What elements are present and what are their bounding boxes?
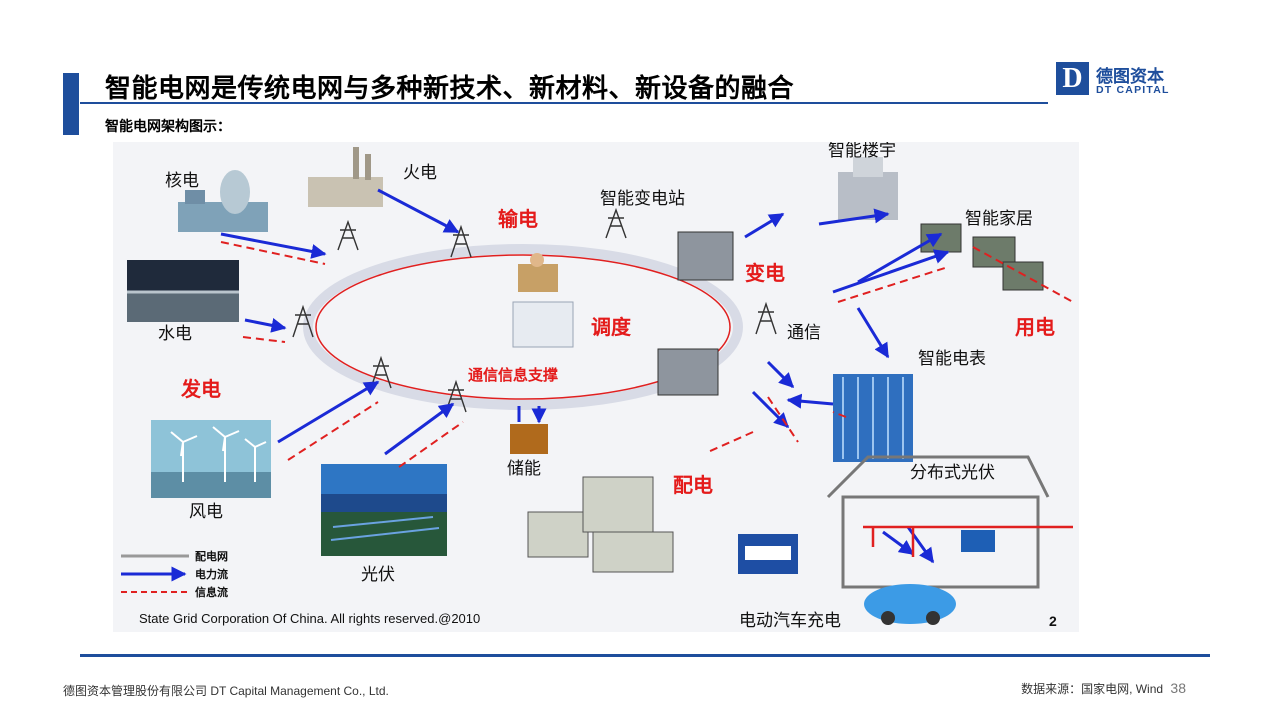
label-consumption: 用电	[1015, 315, 1055, 339]
company-logo: D 德图资本 DT CAPITAL	[1056, 62, 1186, 98]
page-title: 智能电网是传统电网与多种新技术、新材料、新设备的融合	[105, 74, 795, 104]
title-accent-bar	[63, 73, 79, 135]
hydro-photo	[127, 260, 239, 322]
label-smart-substation: 智能变电站	[600, 189, 685, 209]
footer-divider	[80, 654, 1210, 657]
footer-company: 德图资本管理股份有限公司 DT Capital Management Co., …	[63, 684, 389, 698]
label-communication: 通信	[787, 323, 821, 343]
legend-info-flow-label: 信息流	[195, 585, 228, 599]
label-distribution: 配电	[673, 473, 713, 497]
legend-grid-label: 配电网	[195, 549, 228, 563]
label-storage: 储能	[507, 459, 541, 479]
diagram-legend: 配电网 电力流 信息流	[121, 549, 228, 599]
logo-mark: D	[1056, 62, 1089, 95]
label-nuclear: 核电	[165, 171, 199, 191]
grid-ring	[303, 244, 743, 410]
legend-power-flow-label: 电力流	[195, 567, 228, 581]
smart-grid-diagram: 核电 火电 水电 风电 光伏 智能变电站 智能楼宇 智能家居 智能电表 通信 储…	[113, 142, 1079, 632]
dispatch-center-icon	[512, 253, 574, 348]
label-wind: 风电	[189, 502, 223, 522]
info-flow-lines	[220, 241, 1074, 468]
pylon-icons	[292, 207, 777, 413]
thermal-plant-icon	[308, 147, 383, 207]
title-underline	[80, 102, 1048, 104]
label-thermal: 火电	[403, 163, 437, 183]
nuclear-plant-icon	[178, 170, 268, 232]
label-transmission: 输电	[498, 207, 538, 231]
highrise-icon	[833, 374, 913, 462]
label-smart-building: 智能楼宇	[828, 142, 896, 161]
label-dispatch: 调度	[591, 315, 632, 339]
charging-station-icon	[738, 534, 798, 574]
label-comm-support: 通信信息支撑	[468, 366, 558, 384]
smart-building-icon	[838, 157, 898, 220]
label-smart-home: 智能家居	[965, 209, 1033, 229]
label-generation: 发电	[180, 377, 221, 401]
pv-red-wiring	[863, 525, 1073, 557]
grid-ring-info	[315, 254, 731, 400]
label-solar: 光伏	[361, 565, 395, 585]
power-flow-arrows	[220, 188, 950, 564]
label-hydro: 水电	[158, 324, 192, 344]
wind-photo	[151, 420, 271, 498]
label-smart-meter: 智能电表	[918, 349, 986, 369]
footer-source-block: 数据来源：国家电网, Wind 38	[1021, 680, 1186, 697]
ev-car-icon	[864, 584, 956, 625]
diagram-copyright: State Grid Corporation Of China. All rig…	[139, 611, 480, 626]
label-ev-charging: 电动汽车充电	[739, 611, 841, 631]
substation-icons	[657, 231, 734, 396]
logo-english-name: DT CAPITAL	[1096, 84, 1170, 96]
label-distributed-pv: 分布式光伏	[910, 463, 995, 483]
footer-source: 数据来源：国家电网, Wind	[1021, 682, 1164, 696]
figure-number: 2	[1049, 613, 1057, 629]
page-number: 38	[1170, 680, 1186, 696]
distributed-pv-house	[826, 455, 1050, 589]
solar-photo	[321, 464, 447, 556]
logo-chinese-name: 德图资本	[1096, 67, 1164, 87]
label-transformation: 变电	[745, 261, 785, 285]
village-houses-icon	[527, 476, 674, 573]
page-subtitle: 智能电网架构图示：	[105, 119, 231, 135]
storage-icon	[510, 406, 548, 454]
